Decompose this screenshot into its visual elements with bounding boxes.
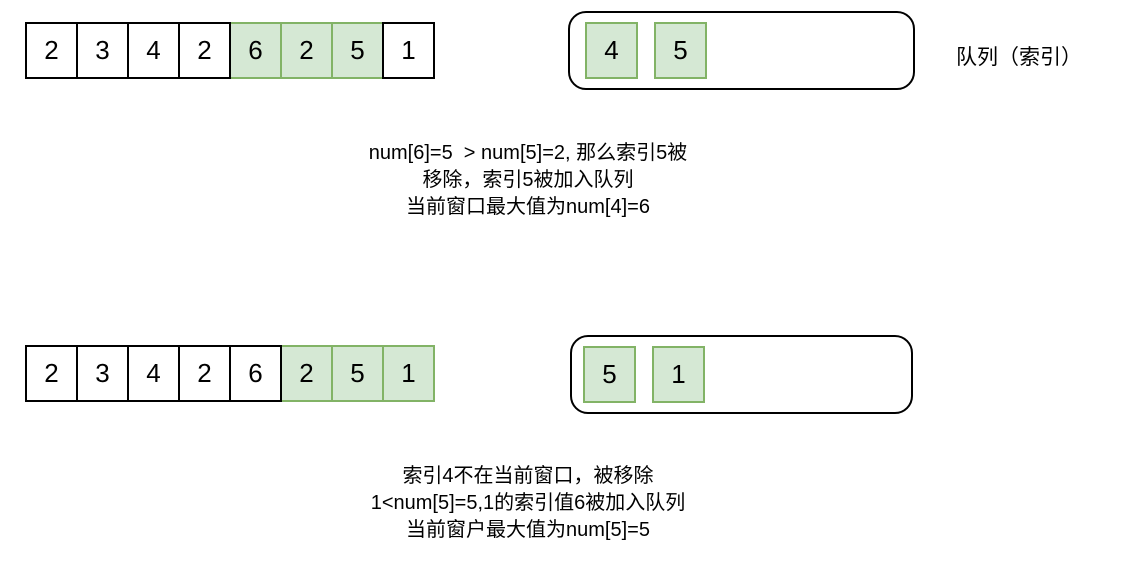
caption-line: num[6]=5 > num[5]=2, 那么索引5被	[368, 142, 688, 164]
index-queue-step2: 5 1	[570, 335, 913, 414]
array-cell: 2	[178, 22, 231, 79]
array-cell: 5	[331, 345, 384, 402]
array-cell: 2	[25, 345, 78, 402]
array-cell: 1	[382, 345, 435, 402]
caption-line: 移除，索引5被加入队列	[422, 169, 634, 191]
array-cell: 3	[76, 22, 129, 79]
queue-cell: 5	[583, 346, 636, 403]
caption-line: 索引4不在当前窗口，被移除	[402, 465, 654, 487]
array-cell: 2	[280, 22, 333, 79]
caption-line: 当前窗口最大值为num[4]=6	[406, 196, 650, 218]
array-cell: 6	[229, 22, 282, 79]
step2-caption: 索引4不在当前窗口，被移除 1<num[5]=5,1的索引值6被加入队列 当前窗…	[28, 463, 1028, 544]
queue-label: 队列（索引）	[956, 46, 1082, 69]
caption-line: 当前窗户最大值为num[5]=5	[406, 519, 650, 541]
queue-cell: 4	[585, 22, 638, 79]
nums-array-step1: 2 3 4 2 6 2 5 1	[25, 22, 435, 79]
array-cell: 2	[280, 345, 333, 402]
array-cell: 3	[76, 345, 129, 402]
nums-array-step2: 2 3 4 2 6 2 5 1	[25, 345, 435, 402]
array-cell: 2	[178, 345, 231, 402]
array-cell: 4	[127, 345, 180, 402]
array-cell: 4	[127, 22, 180, 79]
index-queue-step1: 4 5	[568, 11, 915, 90]
array-cell: 6	[229, 345, 282, 402]
queue-cell: 1	[652, 346, 705, 403]
queue-cell: 5	[654, 22, 707, 79]
array-cell: 2	[25, 22, 78, 79]
array-cell: 1	[382, 22, 435, 79]
caption-line: 1<num[5]=5,1的索引值6被加入队列	[370, 492, 686, 514]
step1-caption: num[6]=5 > num[5]=2, 那么索引5被 移除，索引5被加入队列 …	[28, 140, 1028, 221]
array-cell: 5	[331, 22, 384, 79]
